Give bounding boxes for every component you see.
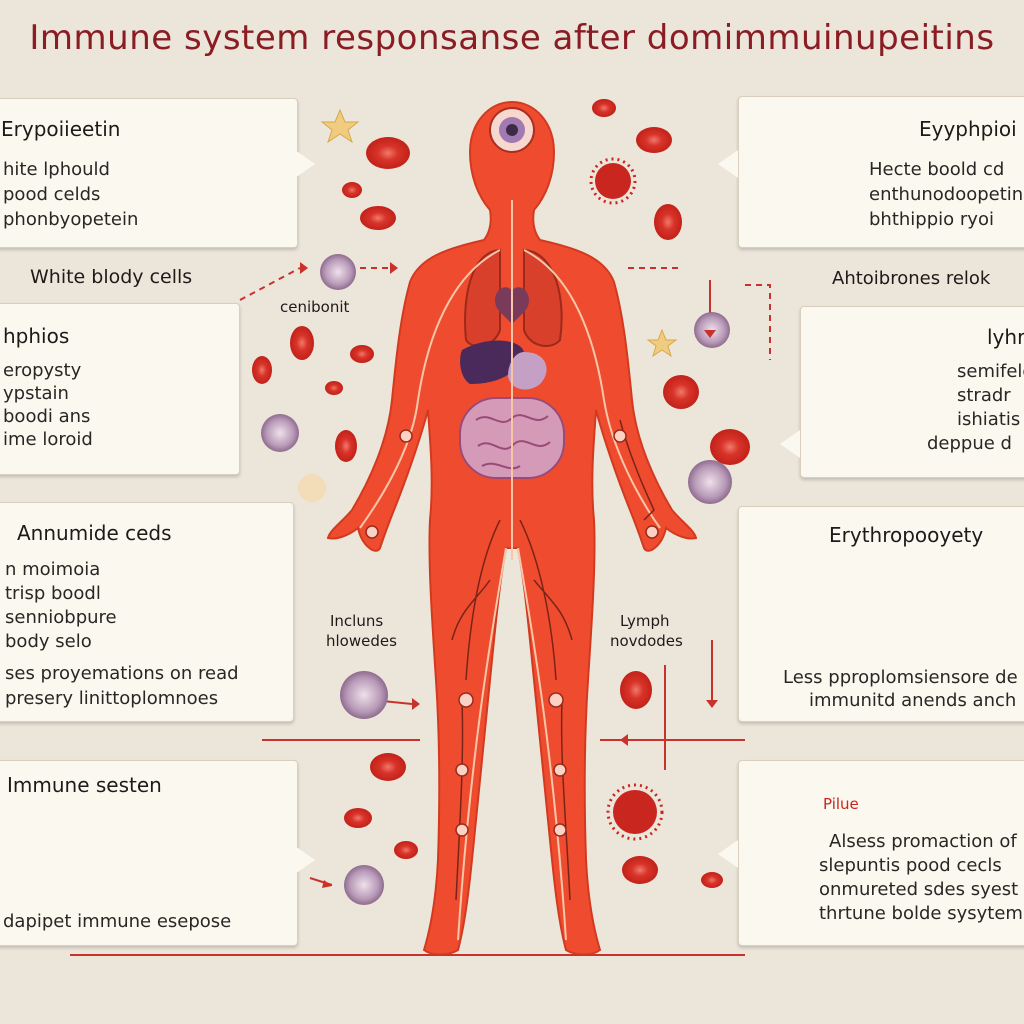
label-cenibonit: cenibonit [280,298,350,316]
card-eyyphpioi: Eyyphpioi Hecte boold cd enthunodoopetin… [738,96,1024,248]
card-line: slepuntis pood cecls [819,855,1002,876]
card-erythropooyety: Erythropooyety Less pproplomsiensore de … [738,506,1024,722]
card-line: trisp boodl [5,583,101,604]
card-line: bhthippio ryoi [869,209,994,230]
card-pilue: Pilue Alsess promaction of slepuntis poo… [738,760,1024,946]
card-lyhr: lyhr semifeld stradr ishiatis deppue d [800,306,1024,478]
card-line: Hecte boold cd [869,159,1005,180]
card-line: enthunodoopetin [869,184,1024,205]
card-line: pood celds [3,184,101,205]
card-erypoiieetin: Erypoiieetin hite lphould pood celds pho… [0,98,298,248]
card-heading: lyhr [987,325,1024,349]
lymph-cells [261,254,732,905]
card-footer: ses proyemations on read [5,663,239,684]
card-heading: Erypoiieetin [1,117,121,141]
card-heading: Eyyphpioi [919,117,1017,141]
card-heading: Immune sesten [7,773,162,797]
spiky-cells [589,157,664,841]
card-line: stradr [957,385,1011,406]
card-line: ypstain [3,383,69,404]
card-immune-sesten: Immune sesten dapipet immune esepose [0,760,298,946]
decorative-stars [320,108,678,358]
card-line: phonbyopetein [3,209,139,230]
card-line: deppue d [927,433,1012,454]
card-line: semifeld [957,361,1024,382]
card-footer: dapipet immune esepose [3,911,232,932]
card-heading: Erythropooyety [829,523,984,547]
card-line: eropysty [3,360,82,381]
card-line: body selo [5,631,92,652]
label-incluns: Incluns [330,612,384,630]
card-line: ishiatis [957,409,1021,430]
card-line: thrtune bolde sysytem [819,903,1023,924]
card-line: senniobpure [5,607,117,628]
card-heading: hphios [3,324,70,348]
label-novdodes: novdodes [610,632,683,650]
card-hphios: hphios eropysty ypstain boodi ans ime lo… [0,303,240,475]
card-line: boodi ans [3,406,91,427]
card-heading: Pilue [823,795,859,813]
card-heading: Annumide ceds [17,521,172,545]
page-title: Immune system responsanse after domimmui… [29,18,995,58]
card-footer: immunitd anends anch [809,690,1017,711]
card-footer: presery linittoplomnoes [5,688,219,709]
label-antibodies: Ahtoibrones relok [832,268,991,289]
human-body [326,100,698,956]
card-line: n moimoia [5,559,101,580]
card-line: hite lphould [3,159,110,180]
label-white-blood-cells: White blody cells [30,266,193,288]
card-footer: Less pproplomsiensore de [783,667,1018,688]
card-line: Alsess promaction of [829,831,1017,852]
card-line: ime loroid [3,429,93,450]
card-line: onmureted sdes syest [819,879,1019,900]
card-annumide-ceds: Annumide ceds n moimoia trisp boodl senn… [0,502,294,722]
label-hlowedes: hlowedes [326,632,397,650]
label-lymph: Lymph [620,612,670,630]
